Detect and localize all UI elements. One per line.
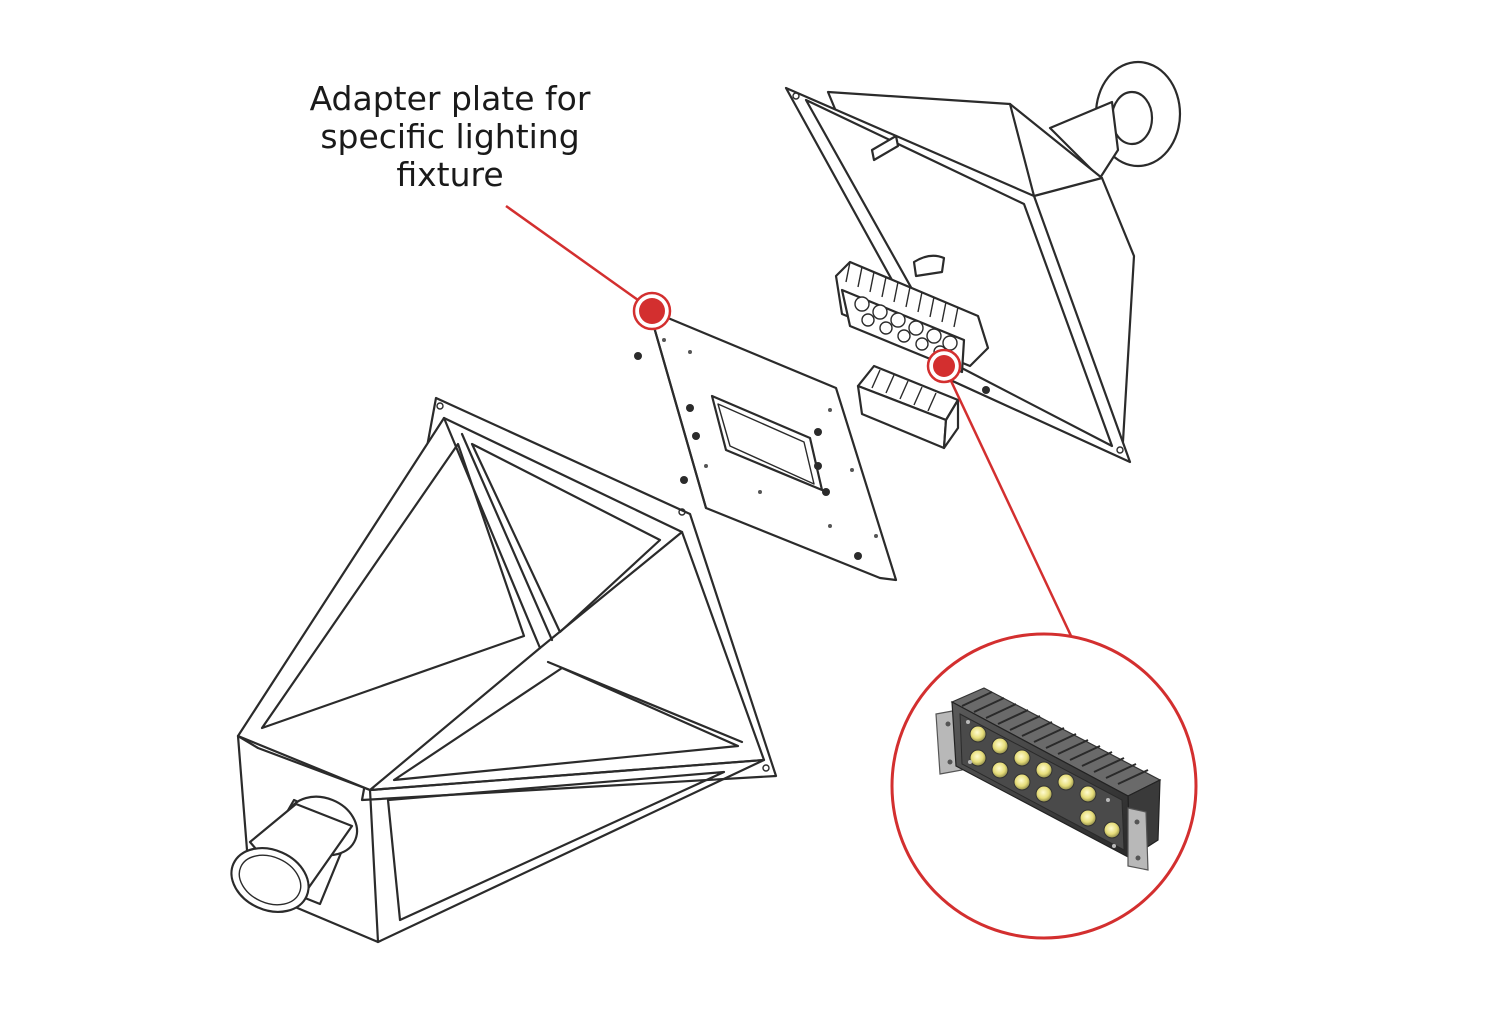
closeup-heatsink-fins: [961, 691, 1149, 785]
adapter-plate-cutout: [710, 394, 824, 492]
lantern-bottom-housing: [230, 396, 778, 944]
closeup-right-bracket: [1127, 807, 1149, 871]
bottom-housing-pipe: [230, 847, 310, 913]
led-module-leader-line: [942, 365, 1074, 639]
led-driver: [856, 364, 960, 450]
closeup-led-emitters: [969, 725, 1121, 839]
lantern-top-housing: [784, 60, 1182, 464]
mount-flange-inner: [1110, 90, 1154, 146]
led-module-closeup: [890, 632, 1198, 940]
adapter-plate-leader-line: [505, 204, 653, 312]
adapter-plate-callout-label: Adapter plate for specific lighting fixt…: [309, 79, 591, 194]
led-module-callout: [926, 348, 1074, 639]
mount-neck: [1048, 100, 1120, 180]
led-module-fins: [845, 261, 959, 328]
adapter-plate-callout: [505, 204, 672, 331]
led-module-marker-dot: [933, 355, 955, 377]
led-module: [834, 260, 990, 374]
adapter-plate: [634, 316, 898, 582]
adapter-plate-screws: [634, 352, 862, 560]
adapter-plate-marker-dot: [639, 298, 665, 324]
bottom-housing-body: [236, 416, 766, 792]
